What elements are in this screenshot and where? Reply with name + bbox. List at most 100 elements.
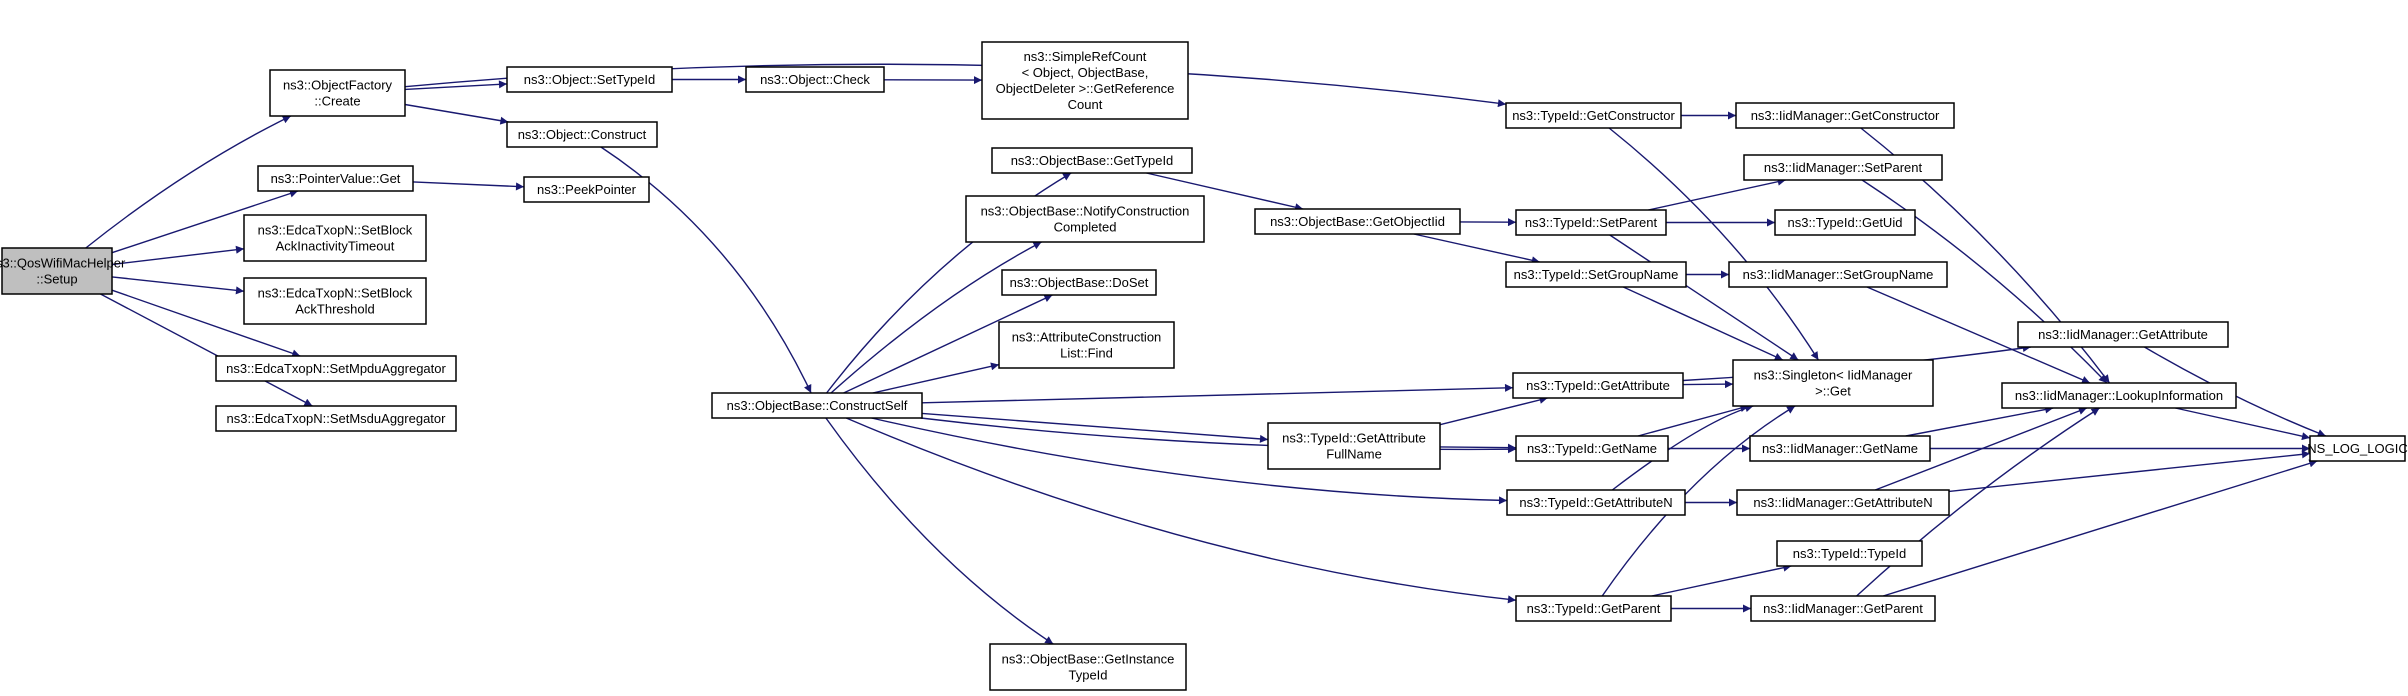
edge-line: [1905, 405, 2054, 437]
node-tid-getconstructor[interactable]: ns3::TypeId::GetConstructor: [1505, 102, 1682, 129]
node-ob-constructself[interactable]: ns3::ObjectBase::ConstructSelf: [711, 392, 923, 419]
node-tid-setgroupname[interactable]: ns3::TypeId::SetGroupName: [1505, 261, 1687, 288]
node-label-line: ns3::TypeId::GetName: [1527, 441, 1657, 456]
edge-ob_gettypeid-to-ob_getobjectiid: [1146, 172, 1304, 212]
node-box: [506, 121, 658, 148]
node-iid-getattributen[interactable]: ns3::IidManager::GetAttributeN: [1736, 489, 1950, 516]
edge-tid_getattrfullname-to-tid_getname: [1439, 443, 1517, 452]
edge-line: [872, 362, 1000, 394]
node-box: [215, 405, 457, 432]
node-set-mpdu[interactable]: ns3::EdcaTxopN::SetMpduAggregator: [215, 355, 457, 382]
node-label-line: ns3::AttributeConstruction: [1012, 330, 1162, 345]
edge-line: [1439, 443, 1517, 452]
node-obj-settypeid[interactable]: ns3::Object::SetTypeId: [506, 66, 673, 93]
edge-iid_getparent-to-iid_lookup: [1856, 407, 2100, 597]
node-iid-getattribute[interactable]: ns3::IidManager::GetAttribute: [2017, 321, 2229, 348]
edge-setup-to-set_msdu: [100, 293, 313, 407]
node-singleton-get[interactable]: ns3::Singleton< IidManager>::Get: [1732, 359, 1934, 407]
node-box: [1776, 540, 1923, 567]
node-pointer-get[interactable]: ns3::PointerValue::Get: [257, 165, 414, 192]
edge-line: [1682, 380, 1734, 389]
node-label-line: ns3::ObjectBase::NotifyConstruction: [981, 204, 1190, 219]
node-label-line: >::Get: [1815, 384, 1851, 399]
node-ob-getobjectiid[interactable]: ns3::ObjectBase::GetObjectIid: [1254, 208, 1461, 235]
edge-iid_setgroupname-to-iid_lookup: [1866, 286, 2091, 384]
node-ns-log-logic[interactable]: NS_LOG_LOGIC: [2307, 435, 2408, 462]
node-label-line: ns3::ObjectBase::GetTypeId: [1011, 153, 1174, 168]
node-iid-setparent[interactable]: ns3::IidManager::SetParent: [1743, 154, 1943, 181]
node-label-line: ns3::PointerValue::Get: [271, 171, 401, 186]
node-label-line: ObjectDeleter >::GetReference: [996, 81, 1175, 96]
node-obj-construct[interactable]: ns3::Object::Construct: [506, 121, 658, 148]
edge-line: [1413, 233, 1540, 265]
node-tid-getattributen[interactable]: ns3::TypeId::GetAttributeN: [1506, 489, 1686, 516]
edge-tid_getattribute-to-singleton_get: [1682, 380, 1734, 389]
edge-ob_constructself-to-tid_getattrfullname: [921, 412, 1269, 443]
node-label-line: ns3::IidManager::GetParent: [1763, 601, 1923, 616]
edge-line: [1861, 179, 2108, 384]
node-factory-create[interactable]: ns3::ObjectFactory::Create: [269, 69, 406, 117]
node-label-line: ns3::Object::Check: [760, 72, 870, 87]
edge-ob_constructself-to-tid_getattribute: [921, 383, 1514, 404]
edge-line: [1608, 127, 1819, 361]
node-box: [1732, 359, 1934, 407]
edge-line: [830, 241, 1042, 394]
node-box: [2001, 382, 2237, 409]
node-tid-getuid[interactable]: ns3::TypeId::GetUid: [1774, 209, 1916, 236]
edge-line: [921, 383, 1514, 404]
edge-tid_getattrfullname-to-tid_getattribute: [1439, 396, 1548, 426]
edge-line: [871, 417, 1508, 505]
node-iid-getparent[interactable]: ns3::IidManager::GetParent: [1750, 595, 1936, 622]
node-tid-typeid[interactable]: ns3::TypeId::TypeId: [1776, 540, 1923, 567]
edge-line: [111, 276, 245, 295]
node-label-line: ns3::ObjectBase::DoSet: [1010, 275, 1149, 290]
node-label-line: ns3::Object::Construct: [518, 127, 647, 142]
edge-ob_constructself-to-ob_notify: [830, 241, 1042, 394]
node-label-line: ns3::ObjectBase::GetInstance: [1002, 652, 1175, 667]
nodes-layer: ns3::QosWifiMacHelper::Setup ns3::ObjectF…: [0, 41, 2408, 691]
node-setup[interactable]: ns3::QosWifiMacHelper::Setup: [0, 247, 126, 295]
node-set-inactivity[interactable]: ns3::EdcaTxopN::SetBlockAckInactivityTim…: [243, 214, 427, 262]
node-iid-lookup[interactable]: ns3::IidManager::LookupInformation: [2001, 382, 2237, 409]
node-label-line: ns3::TypeId::GetConstructor: [1512, 108, 1675, 123]
node-label-line: ::Create: [314, 94, 360, 109]
edge-tid_setparent-to-iid_setparent: [1648, 177, 1786, 211]
node-box: [1743, 154, 1943, 181]
edge-line: [1866, 286, 2091, 384]
node-set-msdu[interactable]: ns3::EdcaTxopN::SetMsduAggregator: [215, 405, 457, 432]
edge-line: [85, 115, 292, 249]
node-tid-getname[interactable]: ns3::TypeId::GetName: [1515, 435, 1669, 462]
edge-iid_getattributen-to-ns_log_logic: [1948, 450, 2311, 493]
node-tid-setparent[interactable]: ns3::TypeId::SetParent: [1515, 209, 1667, 236]
edge-tid_getattributen-to-singleton_get: [1611, 404, 1754, 491]
node-ob-gettypeid[interactable]: ns3::ObjectBase::GetTypeId: [991, 147, 1193, 174]
node-iid-setgroupname[interactable]: ns3::IidManager::SetGroupName: [1728, 261, 1948, 288]
node-iid-getname[interactable]: ns3::IidManager::GetName: [1749, 435, 1931, 462]
node-ob-doset[interactable]: ns3::ObjectBase::DoSet: [1001, 269, 1157, 296]
node-label-line: List::Find: [1060, 346, 1113, 361]
node-box: [1515, 595, 1672, 622]
node-ob-notify[interactable]: ns3::ObjectBase::NotifyConstructionCompl…: [965, 195, 1205, 243]
node-iid-getconstructor[interactable]: ns3::IidManager::GetConstructor: [1735, 102, 1955, 129]
node-tid-getattribute[interactable]: ns3::TypeId::GetAttribute: [1512, 372, 1684, 399]
edge-line: [1651, 563, 1792, 597]
node-peekpointer[interactable]: ns3::PeekPointer: [523, 176, 650, 203]
node-box: [981, 41, 1189, 120]
edge-tid_getconstructor-to-singleton_get: [1608, 127, 1819, 361]
node-box: [991, 147, 1193, 174]
edge-line: [1637, 404, 1749, 437]
edge-factory_create-to-obj_settypeid: [404, 80, 508, 91]
node-tid-getparent[interactable]: ns3::TypeId::GetParent: [1515, 595, 1672, 622]
node-label-line: ns3::IidManager::GetAttributeN: [1753, 495, 1932, 510]
node-label-line: ns3::TypeId::GetAttributeN: [1519, 495, 1672, 510]
node-obj-check[interactable]: ns3::Object::Check: [745, 66, 885, 93]
edge-line: [825, 417, 1054, 645]
node-simplerefcount[interactable]: ns3::SimpleRefCount< Object, ObjectBase,…: [981, 41, 1189, 120]
node-box: [745, 66, 885, 93]
node-label-line: ns3::TypeId::GetAttribute: [1526, 378, 1670, 393]
